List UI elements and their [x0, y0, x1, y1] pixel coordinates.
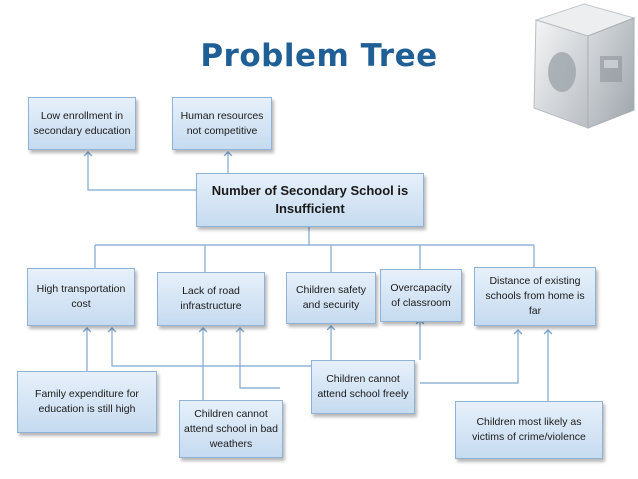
cause-road-box: Lack of road infrastructure: [157, 272, 265, 326]
cause-overcapacity-box: Overcapacity of classroom: [380, 269, 462, 322]
cause-distance-box: Distance of existing schools from home i…: [474, 267, 596, 326]
cause-safety-box: Children safety and security: [286, 272, 376, 324]
main-problem-box: Number of Secondary School is Insufficie…: [196, 173, 424, 227]
effect-low-enrollment-box: Low enrollment in secondary education: [28, 97, 136, 150]
sub-cause-crime-box: Children most likely as victims of crime…: [455, 401, 603, 459]
cube-logo-icon: [533, 3, 636, 129]
sub-cause-attend-freely-box: Children cannot attend school freely: [311, 360, 415, 414]
effect-human-resources-box: Human resources not competitive: [172, 97, 272, 150]
sub-cause-bad-weathers-box: Children cannot attend school in bad wea…: [179, 400, 283, 458]
diagram-title: Problem Tree: [200, 38, 438, 74]
cause-transportation-box: High transportation cost: [27, 268, 135, 326]
sub-cause-family-expenditure-box: Family expenditure for education is stil…: [17, 371, 157, 433]
